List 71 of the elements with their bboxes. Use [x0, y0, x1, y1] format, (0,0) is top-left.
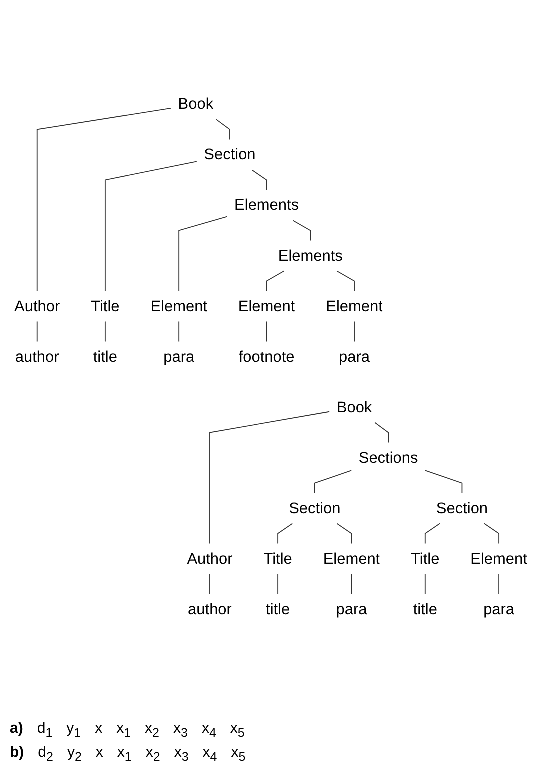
variable-label: x$_{1}$: [116, 720, 132, 740]
tree-node-label: Author: [14, 298, 60, 315]
tree-branch-line: [36, 321, 38, 342]
tree-node-label: title: [266, 600, 290, 618]
tree-branch-line: [252, 170, 268, 191]
tree-branch-line: [278, 523, 294, 544]
tree-node-label: Elements: [234, 196, 300, 214]
variable-label: y$_{2}$: [67, 744, 82, 764]
variable-label: x$_{5}$: [231, 744, 246, 764]
tree-branch-line: [498, 574, 500, 595]
tree-branch-line: [374, 422, 390, 444]
panel-label: b): [10, 744, 24, 763]
variable-label: x$_{2}$: [145, 720, 160, 740]
tree-node-label: author: [188, 600, 232, 618]
tree-node-label: para: [336, 600, 368, 618]
tree-node-label: Element: [470, 550, 528, 568]
tree-branch-line: [178, 216, 228, 292]
tree-node-label: Element: [150, 298, 208, 315]
variable-label: x$_{5}$: [230, 720, 245, 740]
tree-branch-line: [424, 523, 440, 544]
tree-node-label: Section: [436, 500, 488, 517]
tree-branch-line: [266, 270, 285, 292]
tree-node-label: Section: [289, 500, 341, 517]
tree-branch-line: [336, 270, 355, 292]
tree-node-label: Book: [178, 96, 214, 113]
variable-label: x: [95, 720, 103, 739]
tree-node-label: Title: [411, 550, 440, 568]
tree-node-label: Elements: [278, 247, 343, 264]
tree-node-label: Sections: [358, 449, 418, 466]
panel-label: a): [10, 720, 24, 739]
tree-branch-line: [104, 321, 106, 342]
variable-label: x: [96, 744, 104, 763]
tree-branch-line: [36, 108, 172, 292]
tree-node-label: Element: [238, 298, 296, 315]
tree-branch-line: [314, 470, 352, 494]
tree-branch-line: [424, 574, 426, 595]
variable-label: x$_{1}$: [117, 744, 132, 764]
variable-label: x$_{3}$: [174, 744, 189, 764]
tree-branch-line: [351, 574, 352, 595]
variable-label: x$_{2}$: [146, 744, 160, 764]
tree-branch-line: [278, 574, 279, 595]
tree-branch-line: [336, 523, 352, 544]
tree-node-label: footnote: [238, 348, 295, 366]
tree-node-label: title: [93, 348, 118, 366]
tree-branch-line: [104, 161, 198, 292]
tree-node-label: Element: [323, 550, 380, 568]
tree-node-label: Element: [326, 298, 383, 315]
tree-branch-line: [292, 220, 312, 242]
variable-label: x$_{4}$: [202, 720, 216, 740]
tree-node-label: title: [413, 600, 438, 618]
tree-node-label: Book: [336, 398, 372, 416]
tree-branch-line: [484, 523, 500, 544]
tree-branch-line: [354, 321, 355, 342]
variable-label: x$_{3}$: [174, 720, 188, 740]
tree-node-label: Title: [264, 550, 292, 568]
tree-node-label: Title: [91, 298, 120, 315]
tree-node-label: author: [15, 348, 60, 366]
tree-node-label: Section: [204, 146, 256, 164]
tree-branch-line: [425, 470, 463, 494]
tree-branch-line: [210, 411, 330, 544]
tree-node-label: para: [164, 348, 195, 366]
tree-branch-line: [266, 321, 268, 342]
tree-node-label: para: [339, 348, 370, 366]
tree-node-label: Author: [187, 550, 233, 568]
tree-branch-line: [216, 119, 230, 140]
tree-node-label: para: [484, 600, 515, 618]
tree-branch-line: [178, 321, 180, 342]
variable-label: y$_{1}$: [66, 720, 82, 740]
variable-label: d$_{2}$: [38, 744, 54, 764]
variable-label: x$_{4}$: [202, 744, 218, 764]
variable-label: d$_{1}$: [37, 720, 53, 740]
